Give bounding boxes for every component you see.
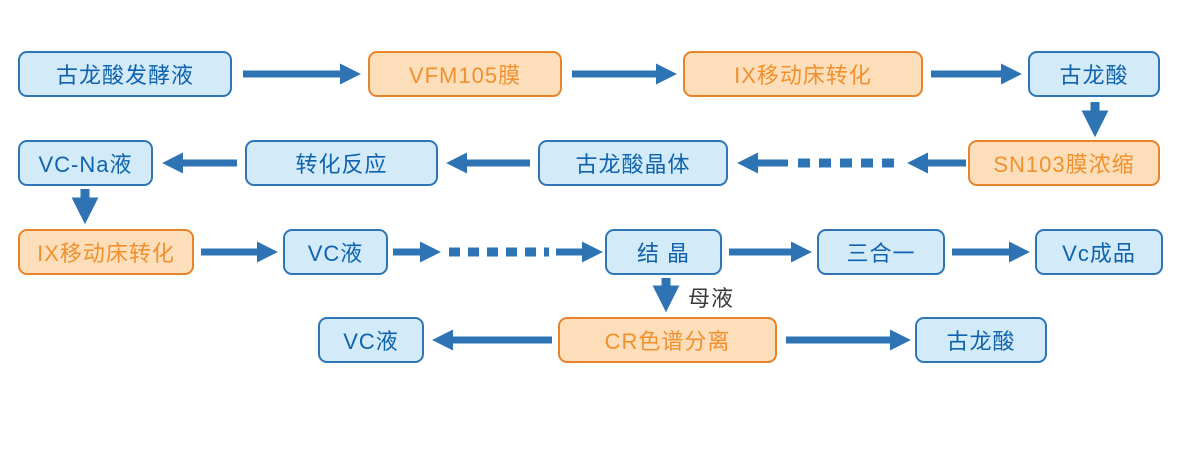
node-vfm105-membrane: VFM105膜 <box>368 51 562 97</box>
node-crystallization: 结 晶 <box>605 229 722 275</box>
node-ix-moving-bed-conversion-2: IX移动床转化 <box>18 229 194 275</box>
node-gulong-acid-2: 古龙酸 <box>915 317 1047 363</box>
node-gulong-acid-1: 古龙酸 <box>1028 51 1160 97</box>
node-conversion-reaction: 转化反应 <box>245 140 438 186</box>
node-vc-na-liquid: VC-Na液 <box>18 140 153 186</box>
node-ix-moving-bed-conversion-1: IX移动床转化 <box>683 51 923 97</box>
node-gulong-acid-crystal: 古龙酸晶体 <box>538 140 728 186</box>
node-sn103-membrane-concentration: SN103膜浓缩 <box>968 140 1160 186</box>
node-vc-liquid-1: VC液 <box>283 229 388 275</box>
node-three-in-one: 三合一 <box>817 229 945 275</box>
node-vc-liquid-2: VC液 <box>318 317 424 363</box>
node-vc-finished-product: Vc成品 <box>1035 229 1163 275</box>
mother-liquor-label: 母液 <box>688 286 735 311</box>
node-gulong-acid-fermentation-broth: 古龙酸发酵液 <box>18 51 232 97</box>
node-cr-chromatographic-separation: CR色谱分离 <box>558 317 777 363</box>
